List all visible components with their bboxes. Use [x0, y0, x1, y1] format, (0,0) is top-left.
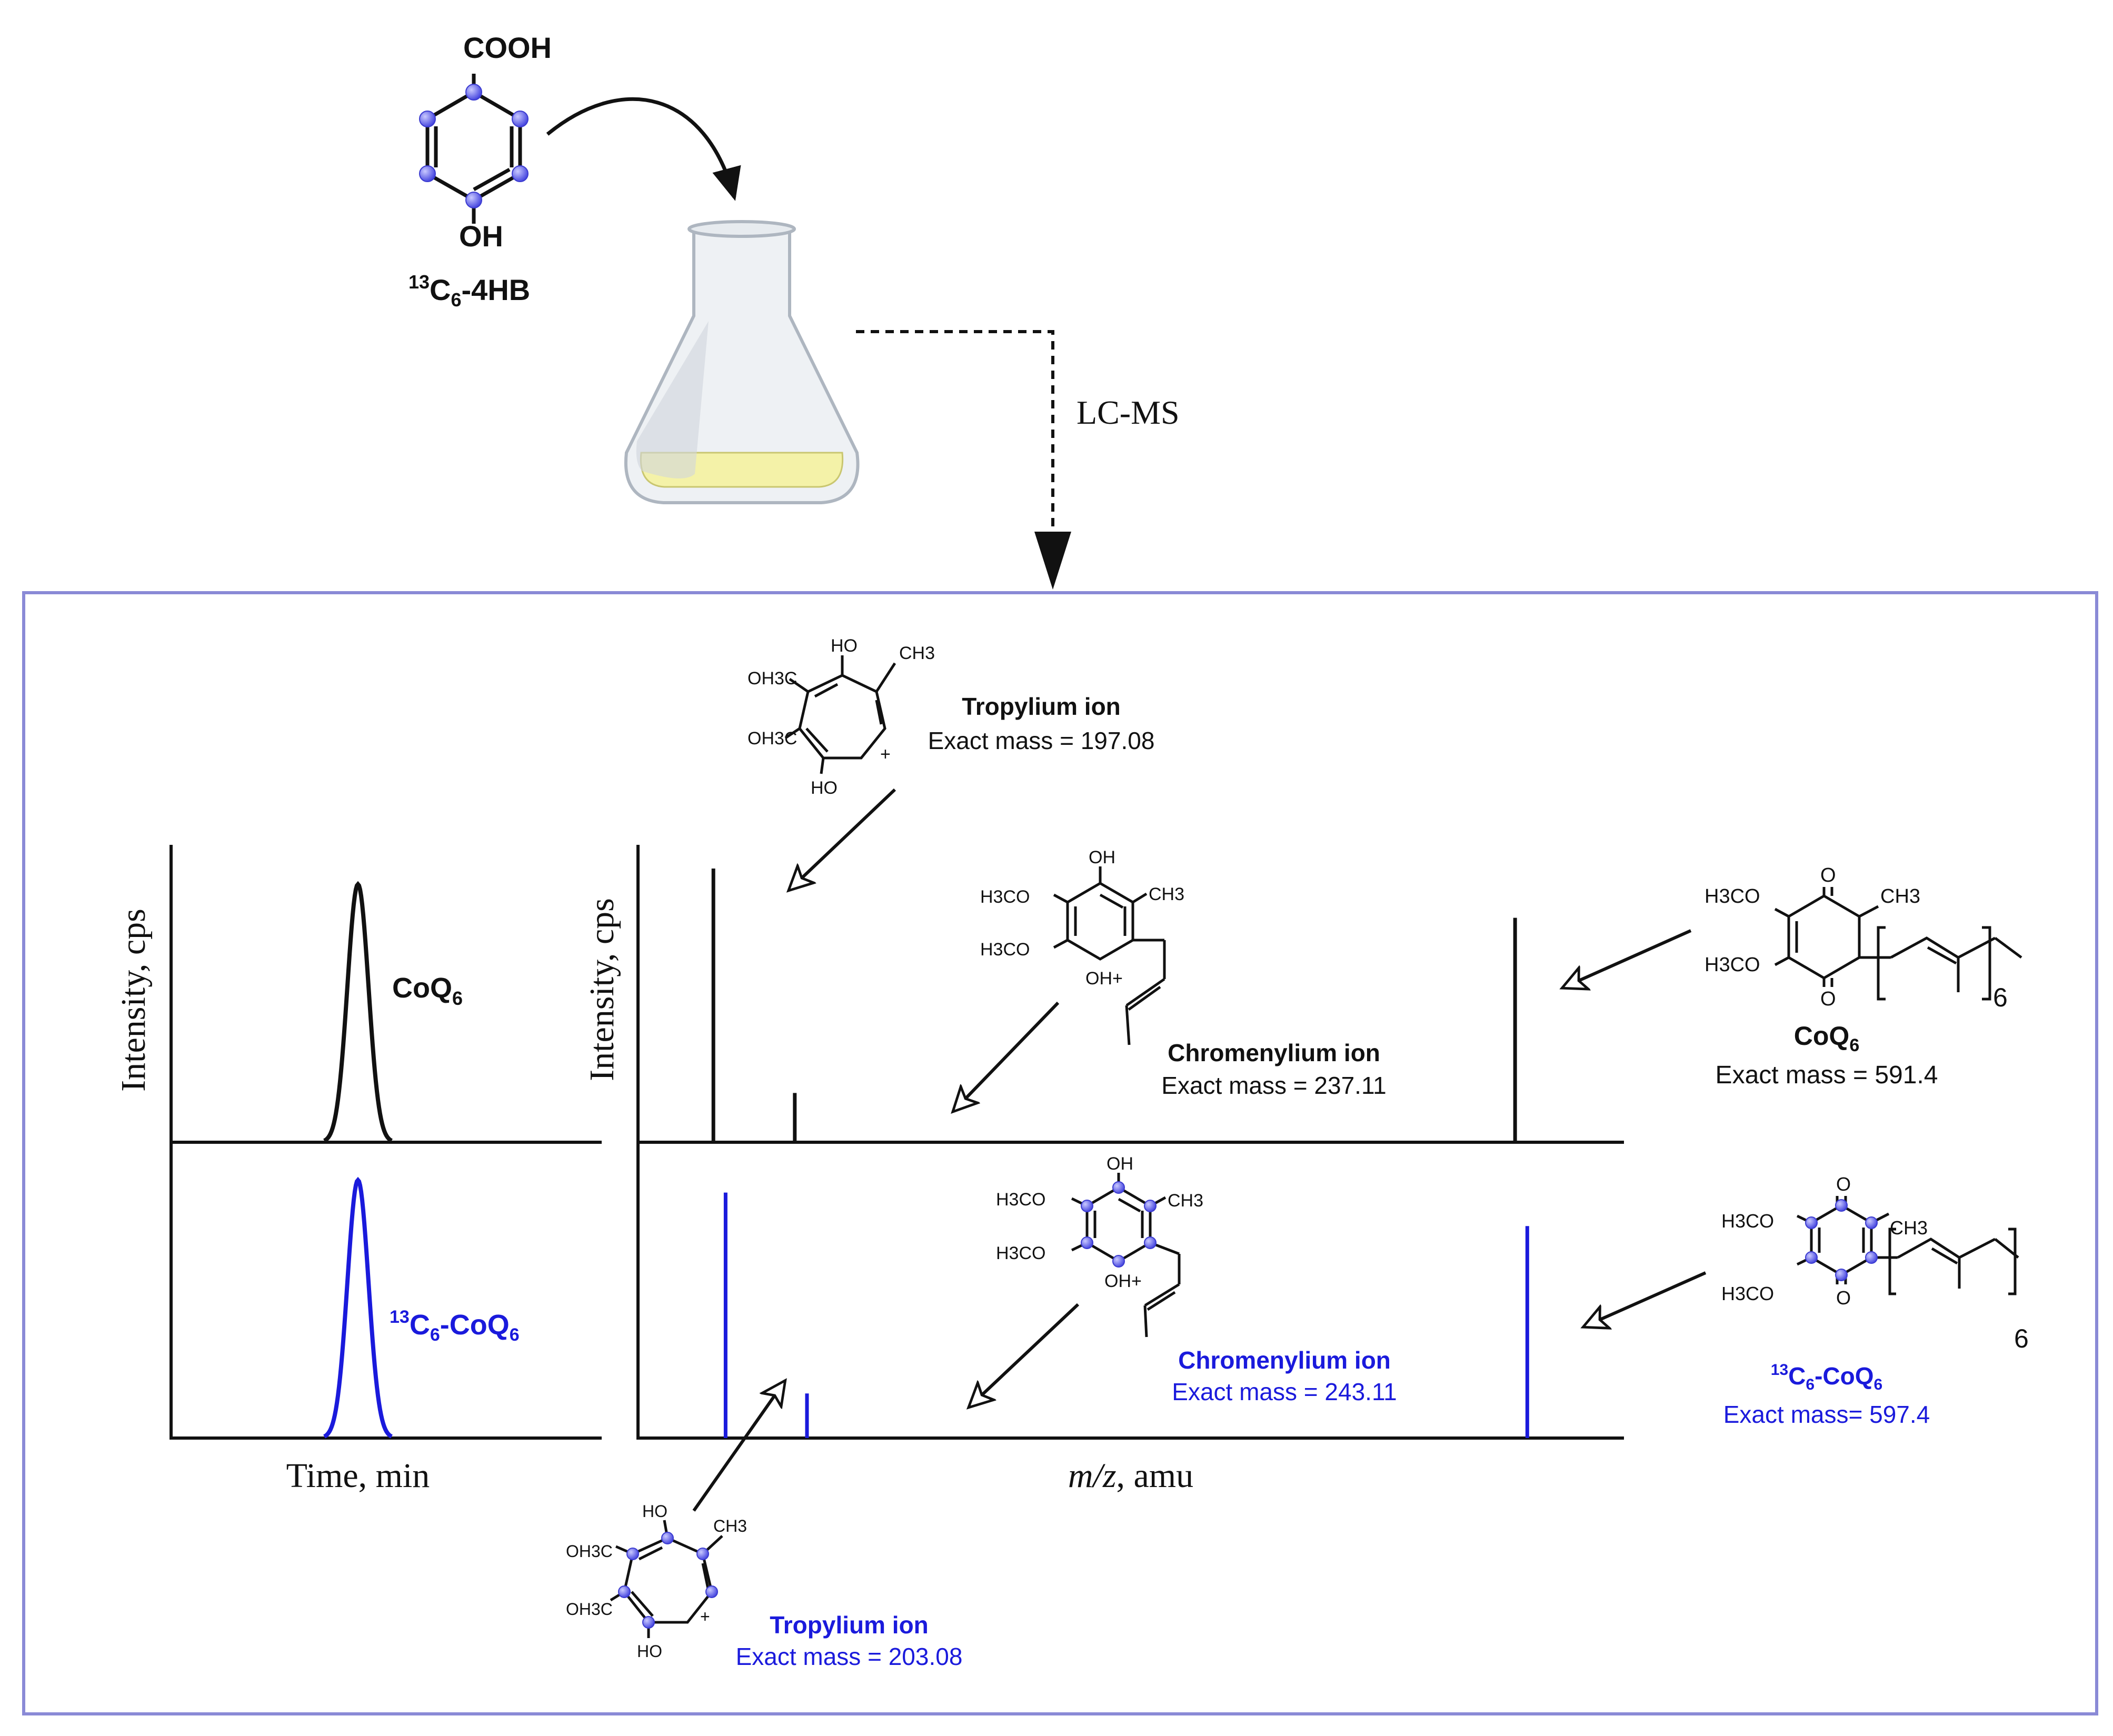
svg-text:H3CO: H3CO	[980, 940, 1030, 960]
chromatogram-y-label: Intensity, cps	[114, 909, 153, 1092]
chromenylium-top-mass: Exact mass = 237.11	[1161, 1072, 1386, 1099]
method-label: LC-MS	[1077, 394, 1180, 431]
svg-text:CH3: CH3	[1149, 884, 1184, 904]
chromatogram-x-label: Time, min	[286, 1456, 430, 1495]
svg-text:O: O	[1820, 988, 1836, 1010]
coq6-structure: O O H3CO H3CO CH3 6 CoQ6 Exact mass = 59…	[1705, 864, 2022, 1089]
svg-text:HO: HO	[811, 778, 838, 798]
tropylium-top-arrow	[790, 788, 896, 890]
svg-text:H3CO: H3CO	[996, 1243, 1045, 1263]
tropylium-top-mass: Exact mass = 197.08	[928, 727, 1155, 754]
mass-spectrum-panel: Intensity, cps m/z, amu	[583, 845, 1624, 1495]
labeled-tropylium-ion-structure: HO CH3 OH3C OH3C HO + Tropylium ion Exac…	[566, 1502, 962, 1670]
svg-text:OH3C: OH3C	[566, 1542, 613, 1561]
svg-text:+: +	[700, 1607, 710, 1626]
svg-text:OH: OH	[1107, 1154, 1133, 1174]
chromenylium-ion-structure: OH CH3 H3CO H3CO OH+ Chromenylium ion Ex…	[980, 847, 1387, 1099]
svg-text:OH+: OH+	[1104, 1271, 1142, 1291]
svg-text:CH3: CH3	[1168, 1191, 1203, 1211]
lcms-arrowhead	[1034, 532, 1071, 590]
svg-text:6: 6	[1993, 983, 2008, 1012]
chromenylium-top-name: Chromenylium ion	[1168, 1039, 1380, 1066]
svg-text:OH: OH	[1089, 847, 1115, 867]
svg-text:OH+: OH+	[1085, 969, 1123, 989]
precursor-label: 13C6-4HB	[408, 271, 530, 311]
spectrum-x-label: m/z, amu	[1068, 1456, 1193, 1495]
svg-text:H3CO: H3CO	[1721, 1283, 1774, 1304]
tropylium-top-name: Tropylium ion	[962, 693, 1121, 720]
coq6-peak-trace	[323, 881, 393, 1143]
svg-text:O: O	[1836, 1173, 1851, 1195]
chromenylium-bot-arrow	[970, 1303, 1080, 1406]
tropylium-bot-mass: Exact mass = 203.08	[736, 1643, 963, 1670]
svg-text:6: 6	[2014, 1324, 2029, 1353]
labeled-coq6-arrow	[1584, 1271, 1707, 1326]
svg-text:HO: HO	[642, 1502, 667, 1521]
chromenylium-top-arrow	[954, 1001, 1060, 1111]
svg-text:O: O	[1820, 864, 1836, 886]
svg-text:HO: HO	[637, 1642, 662, 1661]
precursor-bottom-group: OH	[459, 220, 503, 253]
chromenylium-bot-mass: Exact mass = 243.11	[1172, 1378, 1397, 1405]
feeding-arrow	[546, 97, 741, 201]
precursor-molecule: COOH OH 13C6-4HB	[408, 31, 552, 311]
svg-text:CH3: CH3	[899, 643, 935, 663]
svg-text:+: +	[880, 744, 891, 764]
tropylium-bot-arrow	[692, 1382, 784, 1512]
svg-text:OH3C: OH3C	[747, 669, 797, 689]
svg-text:CH3: CH3	[713, 1516, 747, 1535]
svg-text:OH3C: OH3C	[566, 1600, 613, 1619]
svg-text:CH3: CH3	[1880, 885, 1920, 907]
labeled-coq6-structure: O O H3CO H3CO CH3 6 13C6-CoQ6 Exact mass…	[1721, 1173, 2029, 1428]
chromatogram-panel: Intensity, cps Time, min CoQ6 13C6-CoQ6	[114, 845, 602, 1495]
coq6-top-mass: Exact mass = 591.4	[1716, 1061, 1938, 1089]
svg-text:H3CO: H3CO	[980, 887, 1030, 907]
svg-text:OH3C: OH3C	[747, 729, 797, 749]
coq6-top-name: CoQ6	[1794, 1021, 1859, 1055]
tropylium-bot-name: Tropylium ion	[770, 1611, 929, 1639]
svg-text:CH3: CH3	[1890, 1217, 1928, 1239]
culture-flask-icon	[624, 220, 860, 504]
labeled-coq6-peak-trace	[323, 1176, 393, 1439]
svg-text:H3CO: H3CO	[1721, 1210, 1774, 1232]
svg-text:H3CO: H3CO	[996, 1190, 1045, 1210]
lcms-dashed-path	[856, 330, 1054, 547]
tropylium-ion-structure: HO CH3 OH3C OH3C HO + Tropylium ion Exac…	[747, 636, 1154, 798]
chromenylium-bot-name: Chromenylium ion	[1178, 1346, 1391, 1374]
precursor-top-group: COOH	[463, 31, 552, 64]
labeled-coq6-name: 13C6-CoQ6	[1771, 1361, 1882, 1393]
coq6-top-arrow	[1563, 929, 1692, 987]
spectrum-y-label: Intensity, cps	[583, 898, 621, 1081]
svg-text:O: O	[1836, 1287, 1851, 1309]
svg-text:HO: HO	[831, 636, 858, 656]
svg-text:H3CO: H3CO	[1705, 885, 1760, 907]
labeled-coq6-trace-label: 13C6-CoQ6	[390, 1307, 520, 1345]
labeled-carbon-atoms	[419, 84, 529, 208]
results-frame	[22, 591, 2098, 1715]
coq6-trace-label: CoQ6	[392, 972, 463, 1009]
svg-text:H3CO: H3CO	[1705, 954, 1760, 976]
labeled-chromenylium-ion-structure: OH CH3 H3CO H3CO OH+ Chromenylium ion Ex…	[996, 1154, 1397, 1405]
labeled-coq6-mass: Exact mass= 597.4	[1723, 1401, 1930, 1428]
